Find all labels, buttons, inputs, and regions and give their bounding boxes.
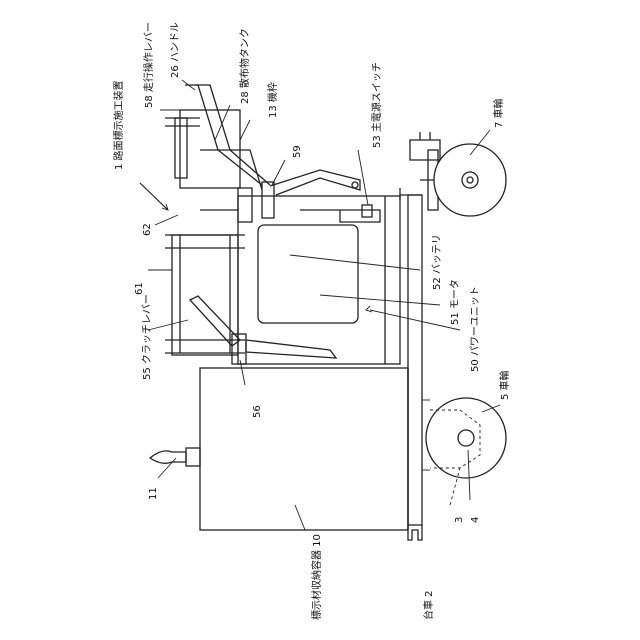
label-7: 7 車輪 bbox=[492, 98, 505, 128]
label-58: 58 走行操作レバー bbox=[142, 22, 155, 108]
label-53: 53 主電源スイッチ bbox=[370, 62, 383, 148]
label-55: 55 クラッチレバー bbox=[141, 294, 153, 380]
label-1: 1 路面標示施工装置 bbox=[112, 80, 125, 170]
label-26: 26 ハンドル bbox=[170, 22, 181, 78]
label-59: 59 bbox=[292, 145, 303, 158]
label-5: 5 車輪 bbox=[498, 370, 511, 400]
nozzle-11 bbox=[150, 448, 200, 466]
label-2: 台車 2 bbox=[422, 590, 435, 620]
label-52: 52 バッテリ bbox=[431, 234, 443, 290]
rear-wheel-5 bbox=[422, 398, 506, 478]
arrow-50 bbox=[366, 306, 372, 312]
label-50: 50 パワーユニット bbox=[469, 286, 481, 372]
label-56: 56 bbox=[252, 405, 263, 418]
label-13: 13 機枠 bbox=[266, 82, 279, 118]
tank-28 bbox=[165, 110, 240, 188]
front-wheel-7 bbox=[410, 132, 506, 216]
label-3: 3 bbox=[454, 517, 465, 523]
container-10 bbox=[200, 368, 408, 530]
clutch-lever-55 bbox=[190, 296, 336, 364]
label-61: 61 bbox=[134, 282, 145, 295]
chassis bbox=[400, 188, 422, 540]
power-unit-50 bbox=[238, 196, 400, 364]
label-28: 28 散布物タンク bbox=[238, 28, 251, 104]
label-62: 62 bbox=[142, 223, 153, 236]
label-51: 51 モータ bbox=[449, 279, 461, 325]
label-11: 11 bbox=[148, 487, 159, 500]
arrow-1 bbox=[140, 183, 168, 210]
label-4: 4 bbox=[470, 517, 481, 523]
label-10: 標示材収納容器 10 bbox=[310, 534, 323, 620]
